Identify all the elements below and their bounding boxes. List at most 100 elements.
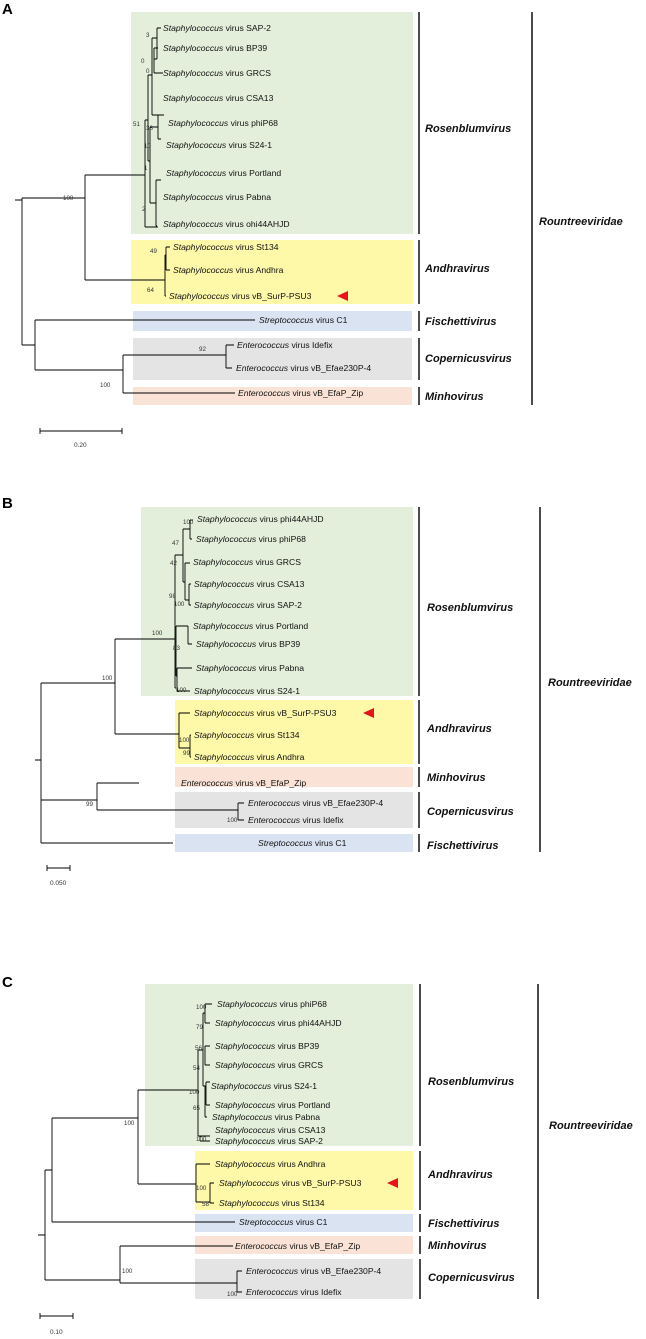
taxa-labels-a: Staphylococcus virus SAP-2 Staphylococcu… bbox=[163, 23, 371, 398]
support-value: 56 bbox=[195, 1045, 202, 1052]
support-value: 92 bbox=[199, 346, 206, 353]
group-label-andhravirus: Andhravirus bbox=[427, 1169, 493, 1181]
support-value: 64 bbox=[147, 287, 154, 294]
taxon-label: Staphylococcus virus S24-1 bbox=[194, 686, 300, 696]
taxon-label: Streptococcus virus C1 bbox=[239, 1217, 328, 1227]
taxon-label: Staphylococcus virus CSA13 bbox=[194, 579, 305, 589]
taxon-label: Staphylococcus virus SAP-2 bbox=[163, 23, 271, 33]
branch bbox=[35, 519, 244, 844]
taxon-label: Staphylococcus virus CSA13 bbox=[215, 1125, 326, 1135]
support-value: 58 bbox=[202, 1201, 209, 1208]
tree-branches-a bbox=[15, 27, 255, 394]
support-values-a: 3 0 0 38 10 1 2 51 100 49 64 92 100 bbox=[63, 32, 206, 389]
taxon-label: Staphylococcus virus BP39 bbox=[196, 639, 300, 649]
support-value: 100 bbox=[227, 817, 238, 824]
group-box-rosenblumvirus bbox=[141, 507, 413, 696]
support-value: 65 bbox=[193, 1105, 200, 1112]
taxon-label: Staphylococcus virus CSA13 bbox=[163, 93, 274, 103]
support-value: 100 bbox=[63, 195, 74, 202]
taxon-label: Enterococcus virus Idefix bbox=[237, 340, 333, 350]
taxon-label: Staphylococcus virus phiP68 bbox=[196, 534, 306, 544]
family-label: Rountreeviridae bbox=[549, 1120, 633, 1132]
taxon-label: Enterococcus virus vB_EfaP_Zip bbox=[181, 778, 306, 788]
group-label-copernicusvirus: Copernicusvirus bbox=[427, 806, 514, 818]
taxon-label: Staphylococcus virus Portland bbox=[193, 621, 308, 631]
taxon-label: Staphylococcus virus Pabna bbox=[163, 192, 271, 202]
support-value: 100 bbox=[179, 737, 190, 744]
group-box-rosenblumvirus bbox=[131, 12, 413, 234]
support-value: 100 bbox=[174, 601, 185, 608]
taxon-label: Staphylococcus virus Pabna bbox=[196, 663, 304, 673]
group-box-copernicusvirus bbox=[133, 338, 412, 380]
taxon-label: Staphylococcus virus phi44AHJD bbox=[197, 514, 324, 524]
support-value: 10 bbox=[144, 143, 151, 150]
support-value: 100 bbox=[176, 687, 187, 694]
group-label-minhovirus: Minhovirus bbox=[425, 391, 484, 403]
taxon-label: Staphylococcus virus GRCS bbox=[163, 68, 271, 78]
red-arrow-marker-icon bbox=[363, 708, 374, 718]
taxon-label: Staphylococcus virus phiP68 bbox=[217, 999, 327, 1009]
taxon-label: Enterococcus virus Idefix bbox=[246, 1287, 342, 1297]
tree-branches-b bbox=[35, 519, 244, 844]
taxon-label: Staphylococcus virus Andhra bbox=[194, 752, 305, 762]
group-label-fischettivirus: Fischettivirus bbox=[427, 840, 499, 852]
panel-c: C Staphylococcus virus phiP68 Staphyloco… bbox=[2, 974, 633, 1336]
group-box-minhovirus bbox=[195, 1236, 413, 1254]
taxa-labels-b: Staphylococcus virus phi44AHJD Staphyloc… bbox=[181, 514, 383, 848]
panel-b: B Staphylococcus virus phi44AHJD Staphyl… bbox=[2, 495, 632, 887]
support-value: 100 bbox=[122, 1268, 133, 1275]
taxon-label: Staphylococcus virus phiP68 bbox=[168, 118, 278, 128]
group-label-rosenblumvirus: Rosenblumvirus bbox=[428, 1076, 514, 1088]
panel-a: A Staphylococcus virus SAP-2 Staphylococ… bbox=[2, 1, 623, 449]
support-value: 100 bbox=[196, 1185, 207, 1192]
taxon-label: Staphylococcus virus St134 bbox=[173, 242, 279, 252]
taxon-label: Staphylococcus virus BP39 bbox=[215, 1041, 319, 1051]
taxon-label: Enterococcus virus vB_Efae230P-4 bbox=[246, 1266, 381, 1276]
support-value: 100 bbox=[100, 382, 111, 389]
support-value: 100 bbox=[227, 1291, 238, 1298]
group-box-copernicusvirus bbox=[195, 1259, 413, 1299]
taxon-label: Enterococcus virus vB_EfaP_Zip bbox=[238, 388, 363, 398]
support-value: 0 bbox=[146, 68, 150, 75]
taxon-label: Staphylococcus virus vB_SurP-PSU3 bbox=[169, 291, 312, 301]
taxon-label: Staphylococcus virus Pabna bbox=[212, 1112, 320, 1122]
taxon-label: Staphylococcus virus S24-1 bbox=[211, 1081, 317, 1091]
taxon-label: Staphylococcus virus Portland bbox=[166, 168, 281, 178]
red-arrow-marker-icon bbox=[387, 1178, 398, 1188]
support-values-b: 100 47 42 98 100 100 83 100 100 100 99 9… bbox=[86, 519, 238, 824]
taxon-label: Staphylococcus virus phi44AHJD bbox=[215, 1018, 342, 1028]
taxon-label: Staphylococcus virus ohi44AHJD bbox=[163, 219, 290, 229]
scale-bar-label: 0.10 bbox=[50, 1329, 63, 1336]
taxon-label: Streptococcus virus C1 bbox=[259, 315, 348, 325]
group-box-rosenblumvirus bbox=[145, 984, 413, 1146]
panel-letter-c: C bbox=[2, 974, 13, 991]
taxon-label: Staphylococcus virus GRCS bbox=[193, 557, 301, 567]
support-value: 54 bbox=[193, 1065, 200, 1072]
support-value: 100 bbox=[183, 519, 194, 526]
support-value: 1 bbox=[144, 165, 148, 172]
taxon-label: Staphylococcus virus SAP-2 bbox=[215, 1136, 323, 1146]
group-box-minhovirus bbox=[175, 767, 413, 787]
group-box-andhravirus bbox=[195, 1151, 413, 1210]
support-value: 99 bbox=[183, 750, 190, 757]
taxon-label: Staphylococcus virus vB_SurP-PSU3 bbox=[219, 1178, 362, 1188]
scale-bar-label: 0.20 bbox=[74, 442, 87, 449]
group-label-fischettivirus: Fischettivirus bbox=[428, 1218, 500, 1230]
support-value: 99 bbox=[86, 801, 93, 808]
taxon-label: Staphylococcus virus St134 bbox=[219, 1198, 325, 1208]
branch bbox=[15, 27, 255, 394]
support-values-c: 100 79 56 54 100 65 100 100 100 58 100 1… bbox=[122, 1004, 238, 1298]
support-value: 3 bbox=[146, 32, 150, 39]
branch bbox=[38, 1003, 242, 1293]
panel-letter-a: A bbox=[2, 1, 13, 18]
taxon-label: Staphylococcus virus vB_SurP-PSU3 bbox=[194, 708, 337, 718]
taxon-label: Enterococcus virus Idefix bbox=[248, 815, 344, 825]
support-value: 83 bbox=[173, 645, 180, 652]
support-value: 100 bbox=[152, 630, 163, 637]
red-arrow-marker-icon bbox=[337, 291, 348, 301]
support-value: 98 bbox=[169, 593, 176, 600]
group-label-andhravirus: Andhravirus bbox=[426, 723, 492, 735]
taxon-label: Enterococcus virus vB_EfaP_Zip bbox=[235, 1241, 360, 1251]
taxon-label: Staphylococcus virus Andhra bbox=[173, 265, 284, 275]
